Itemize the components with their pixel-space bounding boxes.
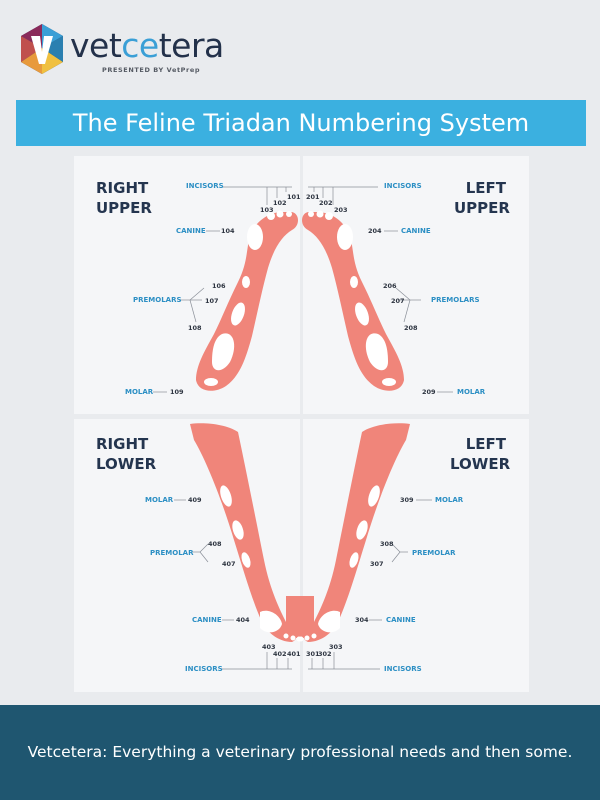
- tooth-107: 107: [205, 297, 219, 305]
- tooth-308: 308: [380, 540, 394, 548]
- tooth-404: 404: [236, 616, 250, 624]
- ll-premolar-label: PREMOLAR: [412, 549, 456, 557]
- tooth-402: 402: [273, 650, 287, 658]
- tooth-203: 203: [334, 206, 348, 214]
- ll-incisors-label: INCISORS: [384, 665, 422, 673]
- tooth-204: 204: [368, 227, 382, 235]
- tooth-409: 409: [188, 496, 202, 504]
- rl-incisors-label: INCISORS: [185, 665, 223, 673]
- tooth-109: 109: [170, 388, 184, 396]
- ru-premolars-label: PREMOLARS: [133, 296, 182, 304]
- rl-premolar-label: PREMOLAR: [150, 549, 194, 557]
- tooth-202: 202: [319, 199, 333, 207]
- tooth-407: 407: [222, 560, 236, 568]
- rl-molar-label: MOLAR: [145, 496, 174, 504]
- page-title: The Feline Triadan Numbering System: [16, 100, 586, 146]
- hexagon-v-logo-icon: [21, 24, 63, 74]
- ru-molar-label: MOLAR: [125, 388, 154, 396]
- ll-canine-label: CANINE: [386, 616, 416, 624]
- tooth-106: 106: [212, 282, 226, 290]
- tooth-207: 207: [391, 297, 405, 305]
- lu-canine-label: CANINE: [401, 227, 431, 235]
- tooth-101: 101: [287, 193, 301, 201]
- ru-incisors-label: INCISORS: [186, 182, 224, 190]
- tooth-301: 301: [306, 650, 320, 658]
- rl-canine-label: CANINE: [192, 616, 222, 624]
- tooth-209: 209: [422, 388, 436, 396]
- tooth-208: 208: [404, 324, 418, 332]
- tooth-307: 307: [370, 560, 384, 568]
- tooth-403: 403: [262, 643, 276, 651]
- presented-by-text: PRESENTED BY VetPrep: [102, 66, 201, 74]
- tooth-103: 103: [260, 206, 274, 214]
- tooth-201: 201: [306, 193, 320, 201]
- vetcetera-logo: vetcetera PRESENTED BY VetPrep: [18, 22, 238, 82]
- lu-molar-label: MOLAR: [457, 388, 486, 396]
- lu-incisors-label: INCISORS: [384, 182, 422, 190]
- tooth-104: 104: [221, 227, 235, 235]
- brand-wordmark: vetcetera: [70, 26, 224, 65]
- tooth-309: 309: [400, 496, 414, 504]
- lu-premolars-label: PREMOLARS: [431, 296, 480, 304]
- tooth-408: 408: [208, 540, 222, 548]
- tooth-302: 302: [318, 650, 332, 658]
- tooth-304: 304: [355, 616, 369, 624]
- tooth-401: 401: [287, 650, 301, 658]
- tooth-108: 108: [188, 324, 202, 332]
- tooth-102: 102: [273, 199, 287, 207]
- tooth-206: 206: [383, 282, 397, 290]
- ru-canine-label: CANINE: [176, 227, 206, 235]
- footer-tagline: Vetcetera: Everything a veterinary profe…: [0, 705, 600, 800]
- ll-molar-label: MOLAR: [435, 496, 464, 504]
- tooth-303: 303: [329, 643, 343, 651]
